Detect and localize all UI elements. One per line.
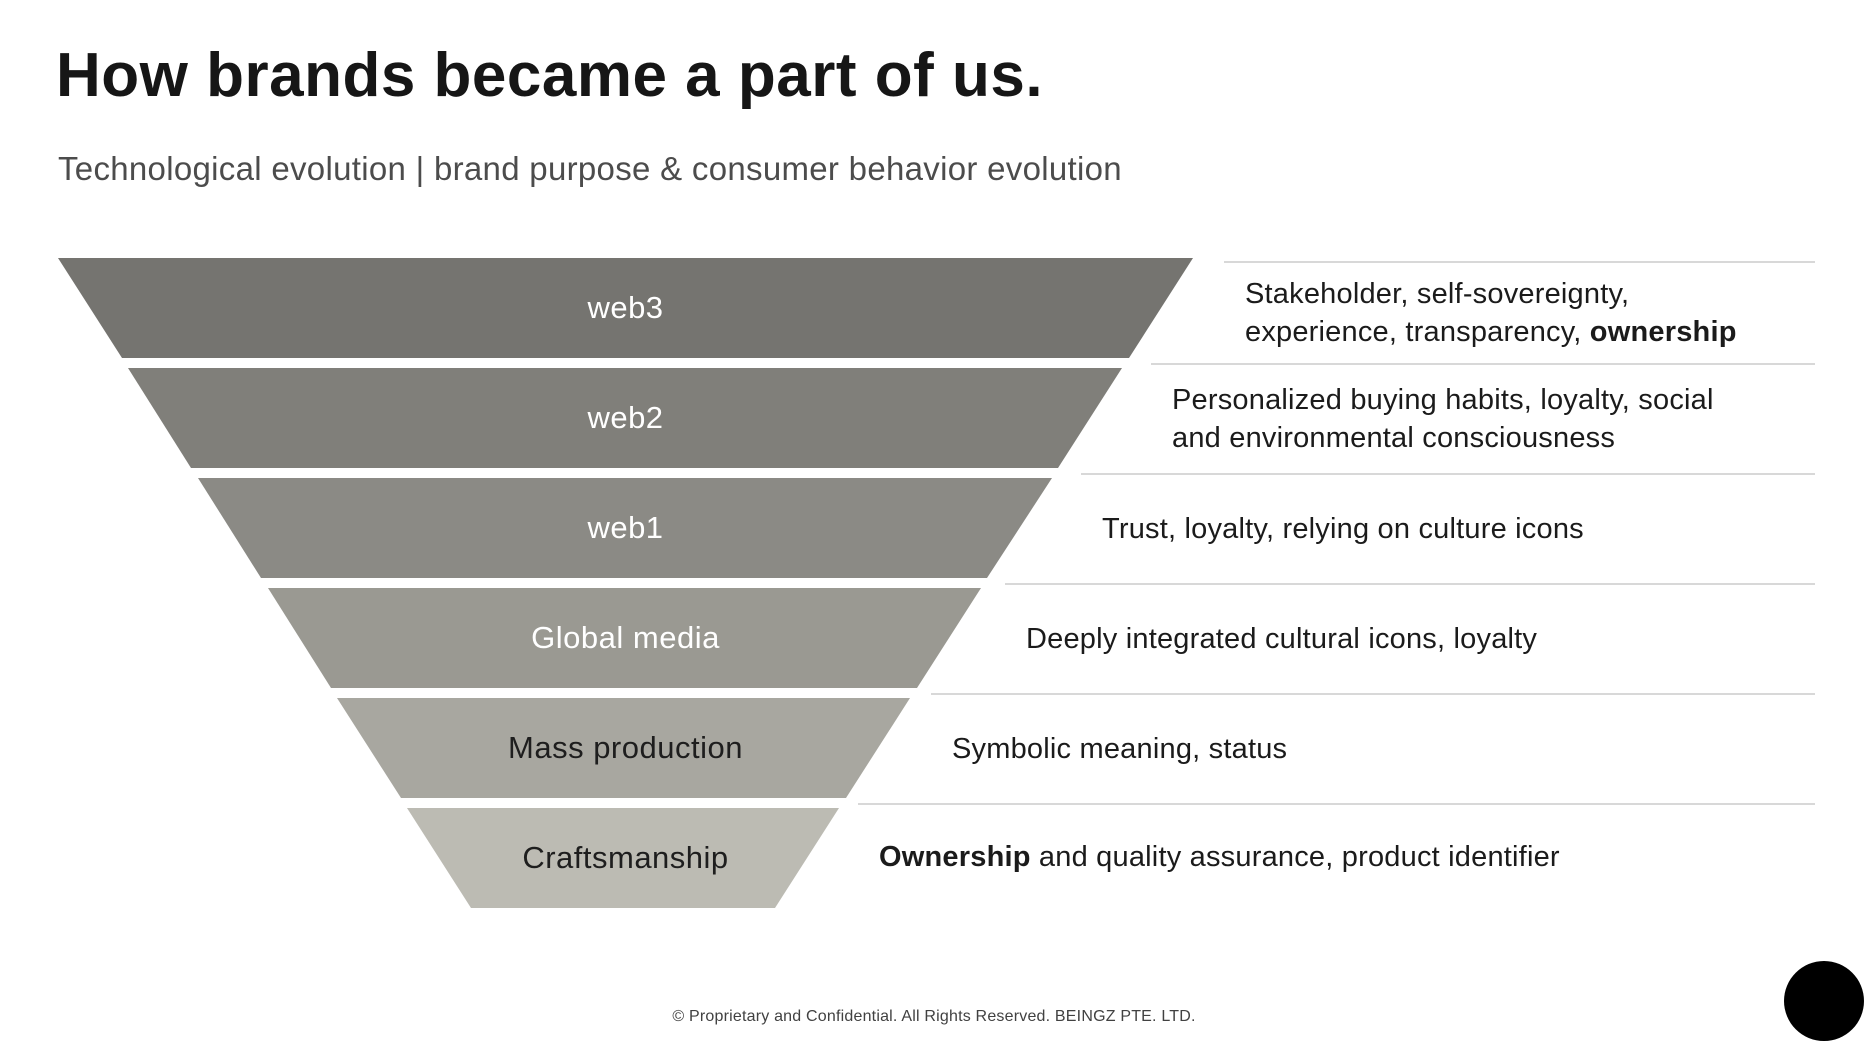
funnel-row-web3: web3 — [58, 258, 1193, 358]
funnel-row-global-media: Global media — [268, 588, 981, 688]
funnel-row-label: web3 — [587, 290, 664, 325]
page-subtitle: Technological evolution | brand purpose … — [58, 150, 1122, 187]
funnel-row-label: Craftsmanship — [522, 840, 729, 875]
funnel-row-craftsmanship: Craftsmanship — [407, 808, 839, 908]
description-web1: Trust, loyalty, relying on culture icons — [1081, 473, 1815, 583]
funnel-row-label: Mass production — [508, 730, 743, 765]
funnel-row-web2: web2 — [128, 368, 1122, 468]
funnel-row-label: Global media — [531, 620, 720, 655]
funnel-diagram: web3 web2 web1 Global media Mass product… — [58, 258, 1193, 908]
description-mass-production: Symbolic meaning, status — [931, 693, 1815, 803]
funnel-row-web1: web1 — [198, 478, 1052, 578]
description-craftsmanship: Ownership and quality assurance, product… — [858, 803, 1815, 908]
funnel-row-label: web1 — [587, 510, 664, 545]
description-global-media: Deeply integrated cultural icons, loyalt… — [1005, 583, 1815, 693]
funnel-row-label: web2 — [587, 400, 664, 435]
black-dot-logo — [1784, 961, 1864, 1041]
funnel-row-mass-production: Mass production — [337, 698, 910, 798]
page-title: How brands became a part of us. — [56, 41, 1044, 110]
description-web2: Personalized buying habits, loyalty, soc… — [1151, 363, 1815, 473]
description-web3: Stakeholder, self-sovereignty,experience… — [1224, 261, 1815, 363]
footer-copyright: © Proprietary and Confidential. All Righ… — [672, 1008, 1196, 1025]
